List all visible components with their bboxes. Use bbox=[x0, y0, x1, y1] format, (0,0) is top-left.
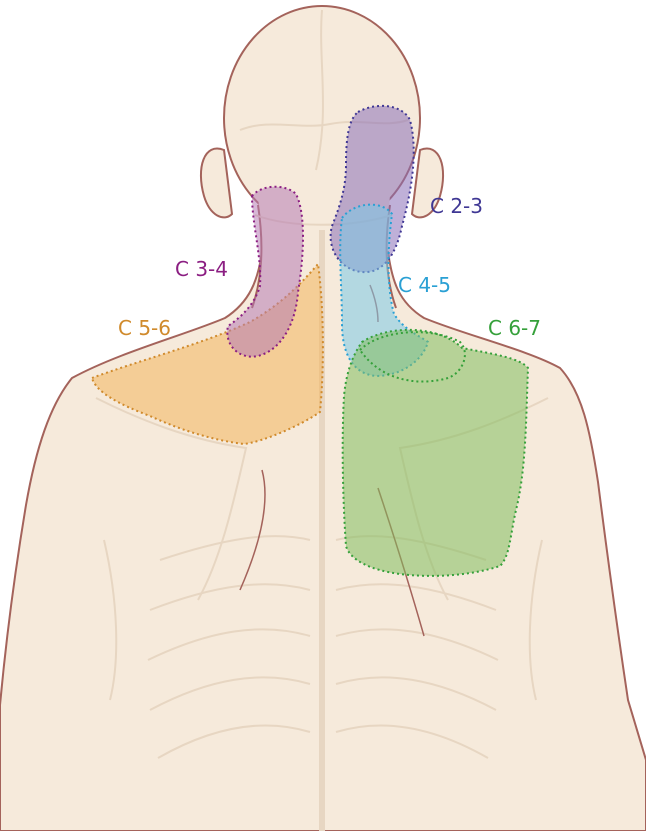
zone-c34 bbox=[226, 185, 304, 358]
label-c56: C 5-6 bbox=[118, 316, 171, 340]
label-c34: C 3-4 bbox=[175, 257, 228, 281]
zone-c67 bbox=[341, 328, 530, 577]
zone-c45-shoulder-border bbox=[359, 331, 466, 383]
right-ear bbox=[410, 147, 445, 219]
zone-c56 bbox=[90, 261, 324, 446]
label-c23: C 2-3 bbox=[430, 194, 483, 218]
label-c67: C 6-7 bbox=[488, 316, 541, 340]
left-ear bbox=[199, 147, 234, 219]
crease-left bbox=[239, 469, 266, 591]
label-c45: C 4-5 bbox=[398, 273, 451, 297]
